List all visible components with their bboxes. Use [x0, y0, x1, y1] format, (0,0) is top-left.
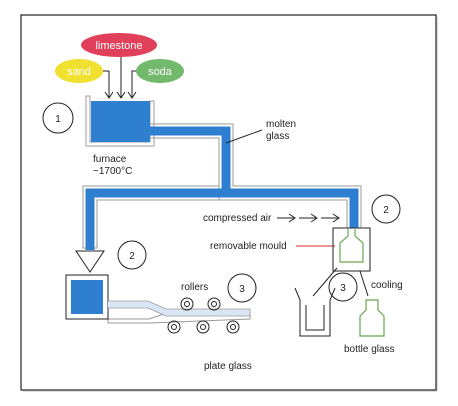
sand-label: sand — [67, 66, 91, 78]
air-arrow — [299, 213, 318, 223]
limestone-label: limestone — [95, 40, 142, 52]
roller — [207, 297, 221, 311]
compressed-air-arrows — [277, 213, 340, 223]
roller-core — [171, 324, 177, 330]
pipe-flow-left — [85, 188, 222, 250]
limestone-arrow-head — [116, 91, 126, 99]
step-number-furnace: 1 — [55, 114, 61, 125]
mould-arrow-right — [359, 270, 369, 297]
open-mould-halves — [294, 287, 336, 337]
rollers-bottom — [167, 320, 240, 334]
step-number-bottle-mould: 2 — [383, 205, 389, 216]
molten-glass-label-1: molten — [266, 119, 296, 130]
ingredient-arrows — [103, 57, 137, 99]
roller-core — [211, 301, 217, 307]
step-circle-bottle-mould — [371, 194, 401, 224]
rollers-top — [180, 297, 221, 311]
step-circle-furnace — [42, 102, 74, 134]
pipe-flow-upper — [150, 126, 359, 228]
soda-oval — [136, 59, 184, 83]
soda-arrow — [131, 70, 136, 97]
molten-glass-pointer — [225, 129, 263, 144]
furnace-label-2: ~1700°C — [93, 166, 132, 177]
roller-core — [184, 301, 190, 307]
plate-tank-outer — [65, 274, 109, 320]
mould-bottle-shape — [339, 229, 364, 263]
furnace-label-1: furnace — [93, 154, 127, 165]
soda-arrow-head — [127, 91, 137, 99]
air-arrow — [321, 213, 340, 223]
sand-arrow — [103, 70, 110, 97]
air-arrow — [277, 213, 296, 223]
furnace-molten-glass — [91, 101, 150, 142]
step-number-cooling: 3 — [340, 283, 346, 294]
roller — [226, 320, 240, 334]
bottle-glass-label: bottle glass — [344, 344, 395, 355]
mould-box — [332, 227, 371, 272]
molten-glass-label-2: glass — [266, 131, 289, 142]
diagram-frame — [20, 14, 437, 391]
compressed-air-label: compressed air — [203, 213, 272, 224]
roller — [196, 320, 210, 334]
sand-arrow-head — [104, 91, 114, 99]
step-circle-plate-pour — [117, 240, 147, 270]
molten-glass-pipe — [82, 123, 362, 250]
roller — [180, 297, 194, 311]
step-number-rollers: 3 — [239, 284, 245, 295]
plate-glass-label: plate glass — [204, 361, 252, 372]
removable-mould-label: removable mould — [210, 241, 287, 252]
step-circle-cooling — [328, 272, 358, 302]
roller — [167, 320, 181, 334]
rollers-label: rollers — [181, 282, 208, 293]
step-circle-rollers — [227, 273, 257, 303]
open-mould-inner — [305, 305, 325, 331]
finished-bottle — [359, 299, 385, 337]
soda-label: soda — [148, 66, 173, 78]
cooling-label: cooling — [371, 280, 403, 291]
mould-arrow-left — [312, 267, 338, 297]
roller-core — [230, 324, 236, 330]
pour-funnel — [75, 250, 105, 273]
sand-oval — [55, 59, 103, 83]
plate-tank-molten-glass — [71, 280, 103, 314]
roller-core — [200, 324, 206, 330]
limestone-oval — [81, 33, 157, 57]
step-number-plate-pour: 2 — [129, 251, 135, 262]
plate-glass-sheet — [108, 300, 251, 317]
